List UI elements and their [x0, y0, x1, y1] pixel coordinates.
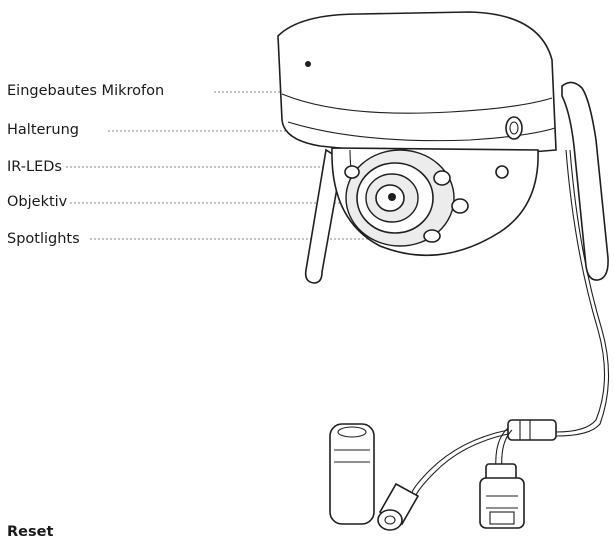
microphone-hole — [305, 61, 311, 67]
cap-body — [329, 423, 375, 525]
lens-center — [388, 193, 396, 201]
side-screw — [505, 116, 523, 140]
label-built-in-microphone: Eingebautes Mikrofon — [7, 83, 165, 99]
spotlight-2 — [495, 165, 509, 179]
dc-power-plug — [377, 482, 420, 531]
housing-rim — [287, 121, 556, 142]
housing-seam — [281, 93, 553, 114]
ir-led-1 — [344, 165, 360, 179]
cable-main — [555, 149, 606, 433]
cable-hub — [507, 419, 557, 441]
spotlight-1 — [423, 229, 441, 243]
label-spotlights: Spotlights — [7, 231, 80, 247]
cable-branch-power-edge — [415, 433, 509, 496]
ethernet-body — [479, 477, 525, 529]
antennas — [304, 81, 609, 284]
label-mount: Halterung — [7, 122, 79, 138]
label-ir-leds: IR-LEDs — [7, 159, 62, 175]
label-lens: Objektiv — [7, 194, 68, 210]
cap-top — [337, 426, 367, 438]
ir-led-2 — [433, 170, 451, 186]
waterproof-cap — [329, 423, 375, 525]
antenna-left — [304, 148, 343, 284]
camera-dome — [277, 11, 557, 257]
dc-plug-tip — [377, 509, 403, 531]
housing-top — [277, 11, 557, 155]
ethernet-plug — [479, 463, 525, 529]
cable-main-edge — [555, 149, 610, 437]
ir-led-3 — [451, 198, 469, 214]
ethernet-contacts — [489, 511, 515, 525]
side-screw-inner — [509, 121, 519, 135]
cable-branch-power — [411, 429, 509, 493]
antenna-right — [561, 81, 609, 281]
